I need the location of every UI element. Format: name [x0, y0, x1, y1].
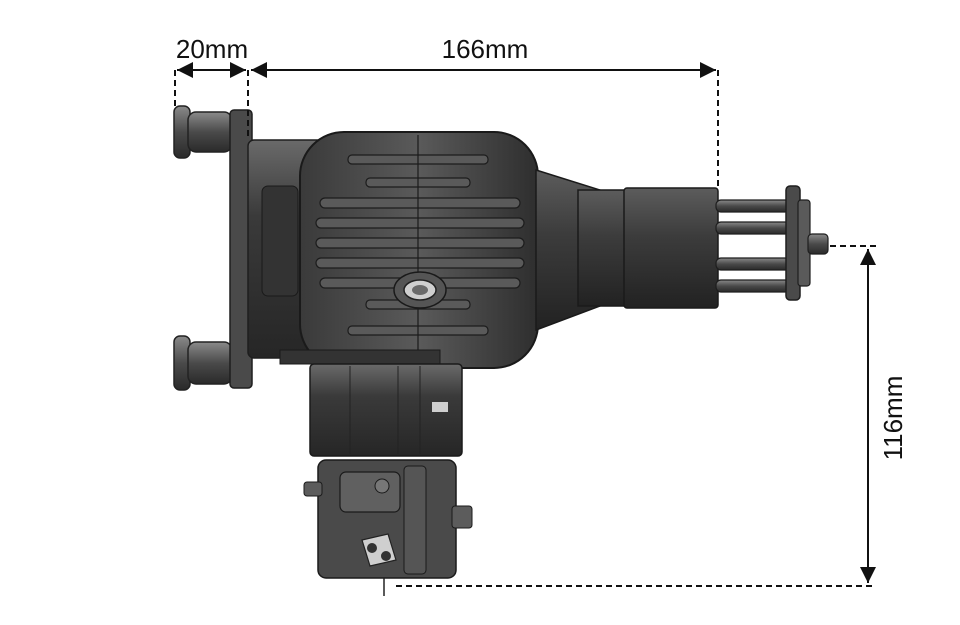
mount-bolt-bottom [173, 335, 233, 391]
logo-badge [432, 402, 448, 412]
front-bearing-housing [623, 187, 719, 309]
label-overall-length: 166mm [442, 34, 529, 64]
label-height: 116mm [878, 376, 908, 461]
carburetor [303, 459, 473, 596]
mount-bolt-top [173, 105, 233, 159]
dimension-annotations [174, 62, 876, 587]
lower-crankcase [279, 349, 441, 365]
engine-illustration [173, 105, 829, 596]
prop-hub [715, 185, 829, 301]
spark-plug [393, 271, 447, 309]
label-mount-depth: 20mm [176, 34, 248, 64]
